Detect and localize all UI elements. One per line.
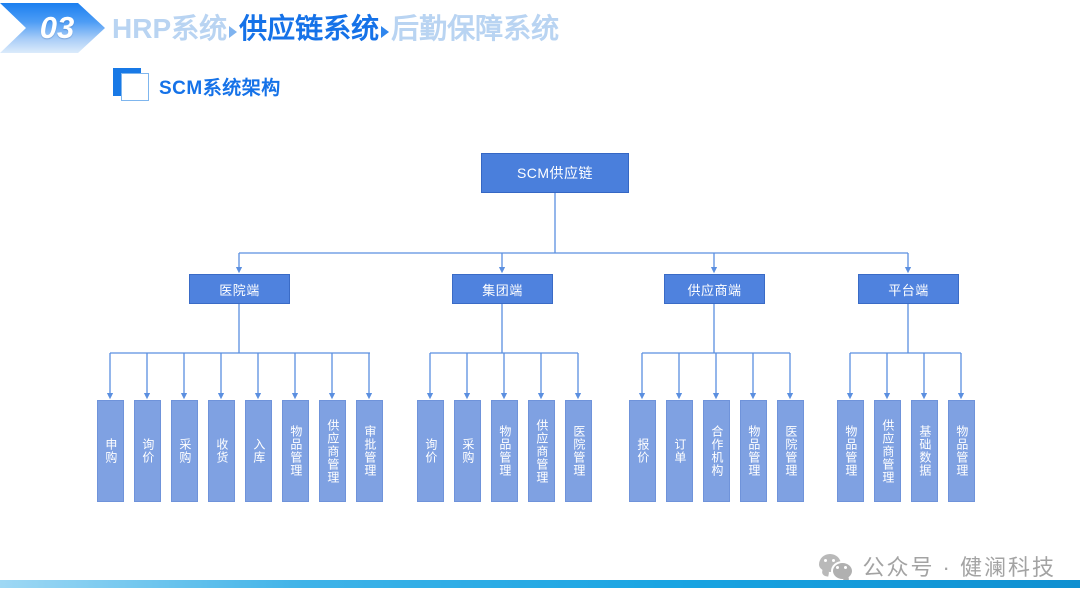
- watermark-text: 公众号 · 健澜科技: [862, 555, 1056, 580]
- leaf-node[interactable]: 审批管理: [356, 400, 383, 502]
- breadcrumb: HRP系统 供应链系统 后勤保障系统: [112, 6, 559, 52]
- wechat-dot: [832, 559, 836, 562]
- node-branch-hospital[interactable]: 医院端: [189, 274, 290, 304]
- leaf-node[interactable]: 采购: [171, 400, 198, 502]
- leaf-node[interactable]: 物品管理: [740, 400, 767, 502]
- leaf-node[interactable]: 物品管理: [948, 400, 975, 502]
- node-branch-platform[interactable]: 平台端: [858, 274, 959, 304]
- leaf-node[interactable]: 物品管理: [837, 400, 864, 502]
- slide-header: 03 HRP系统 供应链系统 后勤保障系统: [0, 0, 1080, 58]
- leaf-node[interactable]: 入库: [245, 400, 272, 502]
- layered-square-icon: [113, 68, 157, 104]
- wechat-icon: [819, 554, 855, 581]
- square-front-shape: [121, 73, 149, 101]
- wechat-bubble-front: [831, 561, 855, 581]
- connector-lines: [106, 193, 965, 400]
- leaf-node[interactable]: 收货: [208, 400, 235, 502]
- leaf-node[interactable]: 采购: [454, 400, 481, 502]
- section-title: SCM系统架构: [159, 77, 281, 99]
- breadcrumb-item-logistics[interactable]: 后勤保障系统: [391, 13, 560, 44]
- scm-architecture-diagram: SCM供应链 医院端 集团端 供应商端 平台端 申购 询价 采购 收货 入库 物…: [0, 130, 1080, 530]
- leaf-node[interactable]: 询价: [134, 400, 161, 502]
- leaf-node[interactable]: 医院管理: [565, 400, 592, 502]
- leaf-node[interactable]: 基础数据: [911, 400, 938, 502]
- node-branch-supplier[interactable]: 供应商端: [664, 274, 765, 304]
- breadcrumb-item-scm[interactable]: 供应链系统: [239, 13, 380, 44]
- leaf-node[interactable]: 合作机构: [703, 400, 730, 502]
- breadcrumb-separator-icon: [229, 26, 238, 38]
- leaf-node[interactable]: 报价: [629, 400, 656, 502]
- node-root-scm[interactable]: SCM供应链: [481, 153, 629, 193]
- leaf-node[interactable]: 询价: [417, 400, 444, 502]
- wechat-dot: [844, 566, 848, 569]
- leaf-node[interactable]: 物品管理: [282, 400, 309, 502]
- leaf-node[interactable]: 供应商管理: [874, 400, 901, 502]
- section-number-label: 03: [39, 10, 75, 45]
- section-title-block: SCM系统架构: [113, 68, 281, 104]
- breadcrumb-item-hrp[interactable]: HRP系统: [112, 13, 228, 44]
- leaf-node[interactable]: 订单: [666, 400, 693, 502]
- leaf-node[interactable]: 供应商管理: [528, 400, 555, 502]
- leaf-node[interactable]: 申购: [97, 400, 124, 502]
- leaf-node[interactable]: 物品管理: [491, 400, 518, 502]
- footer-accent-bar: [0, 580, 1080, 588]
- node-branch-group[interactable]: 集团端: [452, 274, 553, 304]
- slide-footer: 公众号 · 健澜科技: [0, 552, 1080, 608]
- wechat-dot: [824, 559, 828, 562]
- wechat-dot: [836, 566, 840, 569]
- leaf-node[interactable]: 医院管理: [777, 400, 804, 502]
- watermark: 公众号 · 健澜科技: [819, 550, 1056, 582]
- leaf-node[interactable]: 供应商管理: [319, 400, 346, 502]
- breadcrumb-separator-icon: [381, 26, 390, 38]
